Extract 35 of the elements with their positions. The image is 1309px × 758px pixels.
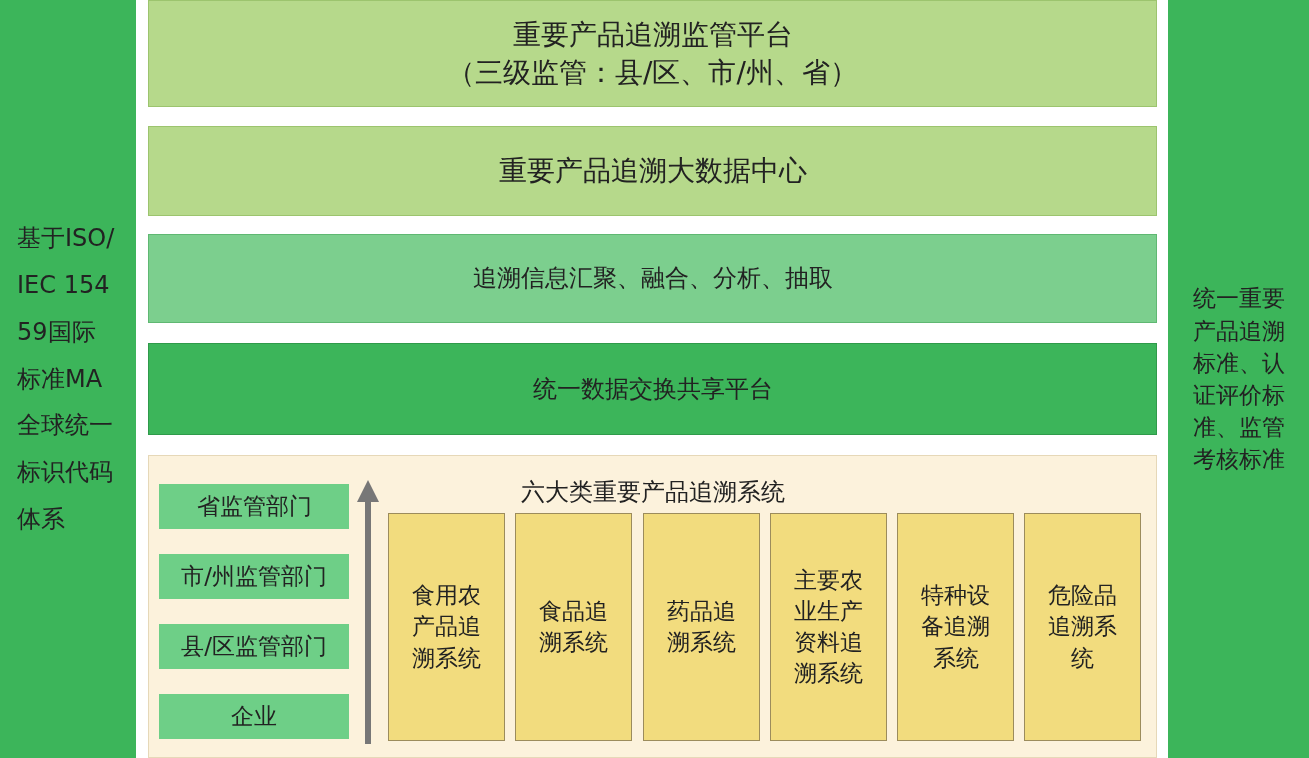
system-box <box>897 513 1014 741</box>
side-band <box>0 0 136 758</box>
box-label: 追溯信息汇聚、融合、分析、抽取 <box>472 263 833 295</box>
system-box <box>515 513 632 741</box>
box-label: 基于ISO/IEC 15459国际标准MA全球统一标识代码体系 <box>17 223 116 535</box>
level-box <box>159 554 349 599</box>
box-label: 特种设备追溯系统 <box>920 581 991 673</box>
level-box <box>159 694 349 739</box>
box-label: 食用农产品追溯系统 <box>411 581 482 673</box>
box-label: 药品追溯系统 <box>666 596 737 657</box>
platform-band <box>148 234 1157 323</box>
system-box <box>388 513 505 741</box>
system-box <box>1024 513 1141 741</box>
side-band <box>1168 0 1309 758</box>
box-label: 食品追溯系统 <box>538 596 609 657</box>
platform-band <box>148 126 1157 216</box>
box-label: 危险品追溯系统 <box>1047 581 1118 673</box>
box-label: 统一重要产品追溯标准、认证评价标准、监管考核标准 <box>1191 284 1286 475</box>
level-box <box>159 624 349 669</box>
system-panel <box>148 455 1157 758</box>
system-box <box>643 513 760 741</box>
box-label: 企业 <box>231 701 277 731</box>
box-label: 省监管部门 <box>196 491 312 521</box>
box-label: 重要产品追溯监管平台 <box>512 16 793 53</box>
system-box <box>770 513 887 741</box>
box-label: 统一数据交换共享平台 <box>532 373 773 405</box>
platform-band <box>148 343 1157 435</box>
box-label: 主要农业生产资料追溯系统 <box>793 565 864 689</box>
box-label: 市/州监管部门 <box>181 561 327 591</box>
panel-heading: 六大类重要产品追溯系统 <box>520 477 785 508</box>
subtitle-text: （三级监管：县/区、市/州、省） <box>447 54 858 91</box>
box-label: 县/区监管部门 <box>181 631 327 661</box>
platform-band <box>148 0 1157 107</box>
box-label: 重要产品追溯大数据中心 <box>498 153 807 190</box>
level-box <box>159 484 349 529</box>
